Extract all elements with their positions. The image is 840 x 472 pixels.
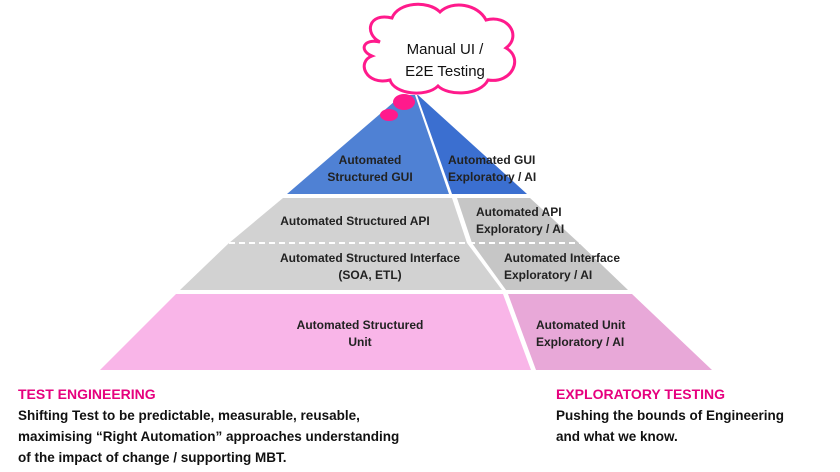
interface-left-line-2: (SOA, ETL)	[338, 268, 402, 282]
unit-tier-right	[508, 294, 712, 370]
cloud-line-2: E2E Testing	[405, 63, 485, 80]
unit-left-line-1: Automated Structured	[296, 318, 424, 332]
api-left-label: Automated Structured API	[262, 213, 448, 230]
exploratory-testing-heading: EXPLORATORY TESTING	[556, 386, 726, 402]
gui-left-line-1: Automated	[338, 153, 402, 167]
unit-right-line-1: Automated Unit	[536, 318, 626, 332]
gui-left-line-2: Structured GUI	[327, 170, 413, 184]
interface-right-line-1: Automated Interface	[504, 251, 621, 265]
exploratory-testing-line-2: and what we know.	[556, 429, 678, 444]
api-left-line-1: Automated Structured API	[280, 214, 430, 228]
test-engineering-line-2: maximising “Right Automation” approaches…	[18, 429, 400, 444]
gui-right-line-2: Exploratory / AI	[448, 170, 537, 184]
api-right-label: Automated API Exploratory / AI	[476, 204, 586, 238]
gui-left-label: Automated Structured GUI	[310, 152, 430, 186]
exploratory-testing-line-1: Pushing the bounds of Engineering	[556, 408, 784, 423]
gui-right-line-1: Automated GUI	[448, 153, 536, 167]
interface-left-label: Automated Structured Interface (SOA, ETL…	[250, 250, 490, 284]
api-right-line-1: Automated API	[476, 205, 562, 219]
api-tier-left	[229, 198, 467, 243]
interface-left-line-1: Automated Structured Interface	[279, 251, 461, 265]
test-engineering-body: Shifting Test to be predictable, measura…	[18, 405, 399, 468]
unit-left-label: Automated Structured Unit	[270, 317, 450, 351]
api-tier-right	[457, 198, 579, 243]
unit-left-line-2: Unit	[348, 335, 372, 349]
interface-right-line-2: Exploratory / AI	[504, 268, 593, 282]
interface-tier-right	[472, 243, 628, 290]
unit-tier-left	[100, 294, 531, 370]
api-right-line-2: Exploratory / AI	[476, 222, 565, 236]
unit-right-label: Automated Unit Exploratory / AI	[536, 317, 656, 351]
test-engineering-line-3: of the impact of change / supporting MBT…	[18, 450, 287, 465]
interface-tier-left	[180, 243, 502, 290]
test-engineering-heading: TEST ENGINEERING	[18, 386, 156, 402]
gui-right-label: Automated GUI Exploratory / AI	[448, 152, 558, 186]
exploratory-testing-body: Pushing the bounds of Engineering and wh…	[556, 405, 784, 447]
unit-right-line-2: Exploratory / AI	[536, 335, 625, 349]
test-engineering-line-1: Shifting Test to be predictable, measura…	[18, 408, 360, 423]
cloud-label: Manual UI / E2E Testing	[380, 39, 510, 83]
interface-right-label: Automated Interface Exploratory / AI	[504, 250, 634, 284]
gui-tier-left	[287, 95, 449, 194]
gui-tier-right	[417, 95, 527, 194]
manual-testing-cloud	[362, 2, 517, 121]
cloud-line-1: Manual UI /	[406, 41, 484, 58]
